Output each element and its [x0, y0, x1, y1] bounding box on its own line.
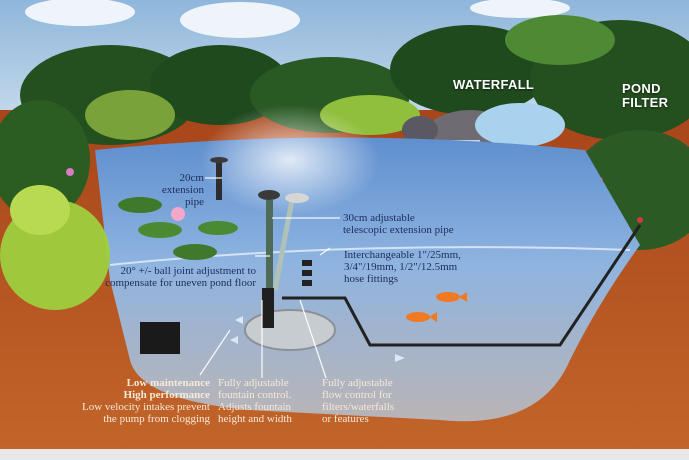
- waterfall-heading: WATERFALL: [453, 77, 535, 92]
- fountain-spray: [200, 105, 380, 215]
- lily-pads: [118, 197, 238, 260]
- lily-basket: [140, 322, 180, 354]
- pond-filter-heading: POND FILTER: [622, 81, 669, 110]
- cloud: [470, 0, 570, 18]
- cloud: [25, 0, 135, 26]
- low-maintenance-desc: Low velocity intakes prevent the pump fr…: [82, 401, 210, 425]
- leader-lines: [199, 177, 340, 379]
- water-surface-line: [109, 246, 631, 266]
- low-maintenance-title: Low maintenance High performance: [123, 377, 210, 401]
- goldfish: [406, 292, 467, 322]
- flow-arrows: [230, 316, 405, 362]
- extension-pipe-label: 20cm extension pipe: [161, 172, 204, 208]
- fountain-control-label: Fully adjustable fountain control. Adjus…: [218, 377, 292, 425]
- hose: [282, 224, 642, 347]
- cloud: [180, 2, 300, 38]
- pump-assembly: [210, 157, 336, 351]
- bottom-border: [0, 449, 689, 460]
- telescopic-pipe-label: 30cm adjustable telescopic extension pip…: [343, 212, 454, 236]
- hose-fittings-label: Interchangeable 1"/25mm, 3/4"/19mm, 1/2"…: [344, 249, 461, 285]
- pond-water: [95, 137, 640, 422]
- flow-control-label: Fully adjustable flow control for filter…: [322, 377, 395, 425]
- ball-joint-label: 20° +/- ball joint adjustment to compens…: [105, 265, 256, 289]
